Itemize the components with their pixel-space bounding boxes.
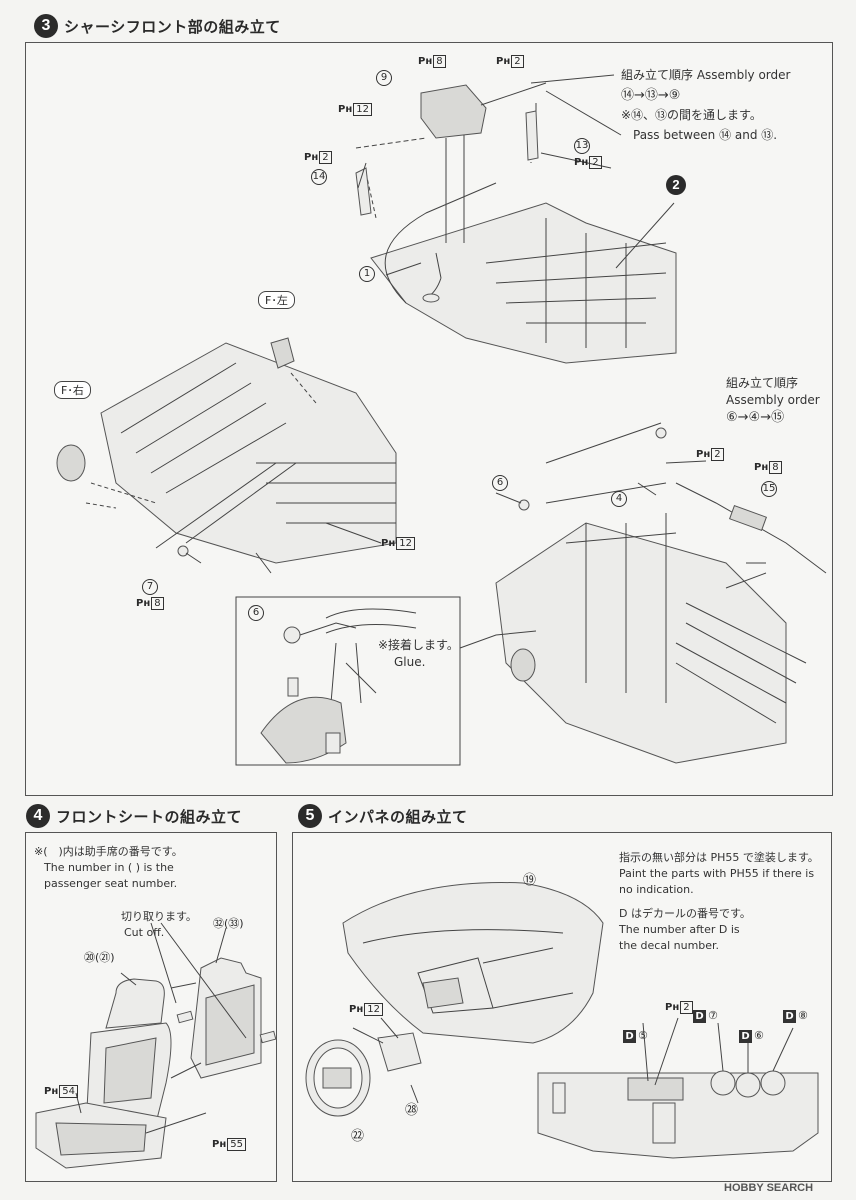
step-5-drawing bbox=[305, 882, 819, 1159]
seat-illustration bbox=[35, 978, 172, 1169]
decal-note-jp: D はデカールの番号です。 bbox=[619, 907, 751, 920]
step-4-number: 4 bbox=[26, 804, 50, 828]
tag-front-right: F･右 bbox=[54, 381, 91, 399]
cut-off-note-jp: 切り取ります。 bbox=[121, 910, 197, 923]
part-seatback-label: ㉜(㉝) bbox=[213, 917, 244, 930]
part-28-label: ㉘ bbox=[405, 1103, 419, 1118]
part-13-label: 13 bbox=[574, 138, 590, 154]
part-4-label: 4 bbox=[611, 491, 627, 507]
passenger-note-jp: ※( )内は助手席の番号です。 bbox=[34, 845, 183, 858]
passenger-note-en-1: The number in ( ) is the bbox=[44, 861, 174, 874]
cut-off-note-en: Cut off. bbox=[124, 926, 165, 939]
watermark: HOBBY SEARCH bbox=[724, 1182, 814, 1194]
decal-note-en-2: the decal number. bbox=[619, 939, 720, 952]
instrument-panel-detail bbox=[537, 1017, 819, 1159]
pass-between-note-en: Pass between ⑭ and ⑬. bbox=[633, 128, 778, 142]
inset-part-6-label: 6 bbox=[248, 605, 264, 621]
assembly-order-2-title-en: Assembly order bbox=[726, 393, 820, 407]
step-5-title: インパネの組み立て bbox=[328, 808, 468, 826]
part-2-marker: 2 bbox=[666, 175, 686, 195]
tag-front-left: F･左 bbox=[258, 291, 295, 309]
assembly-order-1-title: 組み立て順序 Assembly order bbox=[621, 68, 791, 82]
passenger-note-en-2: passenger seat number. bbox=[44, 877, 178, 890]
step-5-panel: 指示の無い部分は PH55 で塗装します。 Paint the parts wi… bbox=[292, 832, 832, 1182]
pass-between-note-jp: ※⑭、⑬の間を通します。 bbox=[621, 108, 762, 122]
part-19-label: ⑲ bbox=[523, 873, 537, 888]
middle-left-chassis-illustration bbox=[56, 337, 397, 564]
step-4-drawing bbox=[35, 922, 276, 1169]
step-5-number: 5 bbox=[298, 804, 322, 828]
dashboard-illustration bbox=[342, 882, 604, 1044]
part-22-label: ㉒ bbox=[351, 1129, 365, 1144]
paint-note-en-1: Paint the parts with PH55 if there is bbox=[619, 867, 815, 880]
glue-inset-illustration bbox=[260, 608, 537, 764]
glue-note-en: Glue. bbox=[394, 655, 426, 669]
upper-chassis-illustration bbox=[355, 82, 677, 364]
part-14-label: 14 bbox=[311, 169, 327, 185]
assembly-order-2-title: 組み立て順序 bbox=[726, 376, 799, 390]
middle-right-chassis-illustration bbox=[495, 422, 827, 764]
step-4-panel: ※( )内は助手席の番号です。 The number in ( ) is the… bbox=[25, 832, 277, 1182]
step-3-drawing bbox=[56, 74, 827, 766]
part-9-label: 9 bbox=[376, 70, 392, 86]
paint-note-en-2: no indication. bbox=[619, 883, 694, 896]
part-6-label: 6 bbox=[492, 475, 508, 491]
seatback-illustration bbox=[176, 957, 276, 1079]
assembly-order-2-sequence: ⑥→④→⑮ bbox=[726, 410, 785, 425]
part-seat-label: ⑳(㉑) bbox=[84, 951, 115, 964]
glue-note-jp: ※接着します。 bbox=[378, 638, 459, 652]
paint-note-jp: 指示の無い部分は PH55 で塗装します。 bbox=[619, 851, 819, 864]
part-7-label: 7 bbox=[142, 579, 158, 595]
step-3-title: シャーシフロント部の組み立て bbox=[64, 18, 281, 36]
part-1-label: 1 bbox=[359, 266, 375, 282]
steering-illustration bbox=[305, 1017, 422, 1117]
part-15-label: 15 bbox=[761, 481, 777, 497]
decal-note-en-1: The number after D is bbox=[619, 923, 740, 936]
step-4-title: フロントシートの組み立て bbox=[56, 808, 243, 826]
assembly-order-1-sequence: ⑭→⑬→⑨ bbox=[621, 88, 681, 103]
step-3-number: 3 bbox=[34, 14, 58, 38]
